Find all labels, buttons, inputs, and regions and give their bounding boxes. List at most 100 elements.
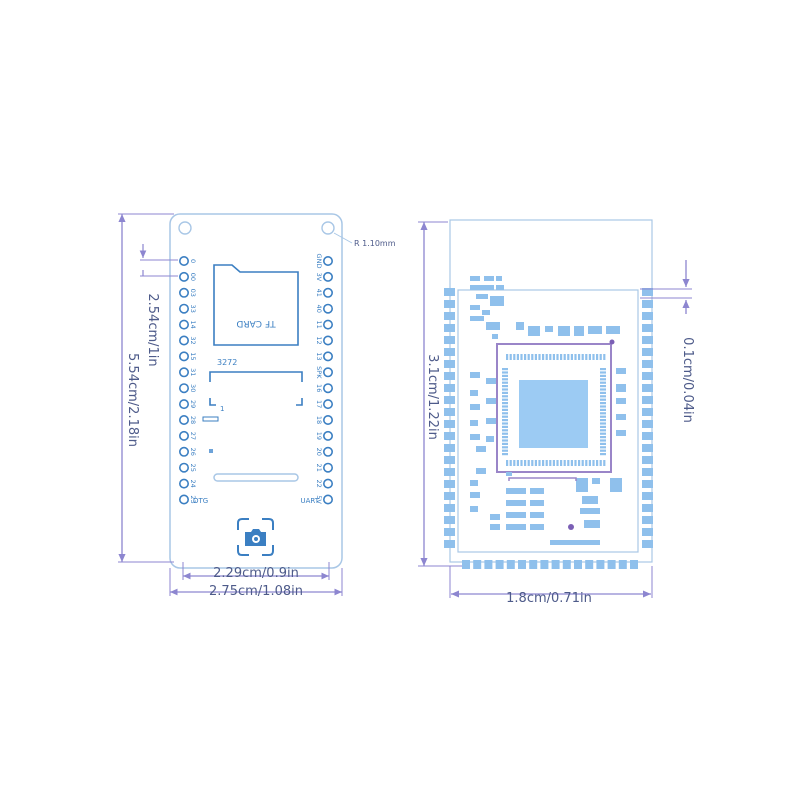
chip-bracket-top [209, 371, 303, 382]
soc-pin [556, 354, 559, 360]
right-header-pin [322, 462, 333, 473]
board-outline [169, 213, 343, 569]
soc-pin [581, 354, 584, 360]
right-header-pin-label: 19 [315, 432, 323, 440]
svg-text:2.29cm/0.9in: 2.29cm/0.9in [213, 566, 299, 581]
module-pad [642, 324, 653, 332]
soc-pin [603, 354, 606, 360]
right-header-pin [322, 335, 333, 346]
soc-pin [524, 354, 527, 360]
left-header-pin-label: 00 [189, 273, 197, 281]
left-header-pin [179, 478, 190, 489]
soc-pin [600, 405, 606, 408]
soc-pin [502, 446, 508, 449]
soc-pin [588, 354, 591, 360]
soc-pin [560, 460, 563, 466]
soc-pin [502, 432, 508, 435]
module-pad [642, 528, 653, 536]
soc-pin [527, 354, 530, 360]
dev-board: R 1.10mm 0000333143215313029282726252423… [118, 213, 396, 599]
module-pad [642, 408, 653, 416]
soc-pin [502, 378, 508, 381]
left-header-pin [179, 399, 190, 410]
soc-pin [600, 408, 606, 411]
soc-pin [600, 388, 606, 391]
soc-pin [509, 354, 512, 360]
module-pad [444, 396, 455, 404]
soc-pin [563, 354, 566, 360]
module-pad [444, 288, 455, 296]
right-header-pin [322, 494, 333, 505]
soc-pin [578, 354, 581, 360]
soc-pin [600, 425, 606, 428]
pin1-label: 1 [220, 405, 224, 413]
tf-card-slot [213, 264, 299, 346]
left-header-pin [179, 367, 190, 378]
module-height-dimension: 3.1cm/1.22in [418, 221, 462, 567]
soc-pin [600, 439, 606, 442]
soc-pin [502, 419, 508, 422]
module-pad [642, 492, 653, 500]
module-pad [444, 492, 455, 500]
module-pad [518, 560, 526, 569]
right-header-pin [322, 430, 333, 441]
left-header-pin [179, 287, 190, 298]
chip-module: 3.1cm/1.22in 1.8cm/0.71in 0.1cm/0.04in [418, 219, 695, 606]
soc-pin [502, 391, 508, 394]
right-header-pin-label: 41 [315, 289, 323, 297]
left-header-pin-label: 31 [189, 368, 197, 376]
soc-pin [599, 354, 602, 360]
module-pad [444, 336, 455, 344]
pad-spacing-dimension: 0.1cm/0.04in [640, 260, 695, 423]
soc-pin [502, 374, 508, 377]
soc-pin [570, 460, 573, 466]
module-pad [642, 504, 653, 512]
module-pad [444, 456, 455, 464]
left-header-pin [179, 446, 190, 457]
module-pad [596, 560, 605, 569]
soc-pins [502, 354, 606, 466]
module-pad [642, 300, 653, 308]
module-pad [642, 348, 653, 356]
soc-pin [502, 395, 508, 398]
module-pad [444, 372, 455, 380]
right-header-pin-label: 12 [315, 336, 323, 344]
module-pad [642, 396, 653, 404]
module-pad [562, 560, 571, 569]
left-header-pin-label: 30 [189, 384, 197, 392]
soc-pin [567, 354, 570, 360]
right-header-pin-label: 17 [315, 400, 323, 408]
soc-pin [524, 460, 527, 466]
soc-pin [600, 415, 606, 418]
module-pad [444, 300, 455, 308]
module-pad [642, 360, 653, 368]
soc-pin [600, 419, 606, 422]
small-component [202, 416, 219, 422]
soc-pin [552, 354, 555, 360]
height-total-dimension: 5.54cm/2.18in [118, 213, 174, 563]
left-header-pin-label: 27 [189, 432, 197, 440]
module-pad [642, 288, 653, 296]
left-header-pin-label: 0 [189, 259, 197, 263]
soc-pin [574, 460, 577, 466]
left-header-pin-label: 29 [189, 400, 197, 408]
left-header-pin-label: 24 [189, 479, 197, 487]
soc-die [519, 380, 588, 448]
left-header-pin-label: 26 [189, 448, 197, 456]
module-pad [444, 384, 455, 392]
led-dot [209, 449, 213, 453]
right-header-pin-label: 3V [315, 273, 323, 282]
svg-text:2.75cm/1.08in: 2.75cm/1.08in [209, 584, 303, 599]
soc-pin [527, 460, 530, 466]
left-header-pin-label: 32 [189, 336, 197, 344]
module-pad [495, 560, 504, 569]
left-header-pin [179, 414, 190, 425]
soc-pin [600, 422, 606, 425]
soc-pin [600, 432, 606, 435]
right-header-pin-label: 13 [315, 352, 323, 360]
left-header-pin [179, 430, 190, 441]
left-header-pin-label: 14 [189, 320, 197, 328]
soc-pin [502, 408, 508, 411]
soc-pin [567, 460, 570, 466]
